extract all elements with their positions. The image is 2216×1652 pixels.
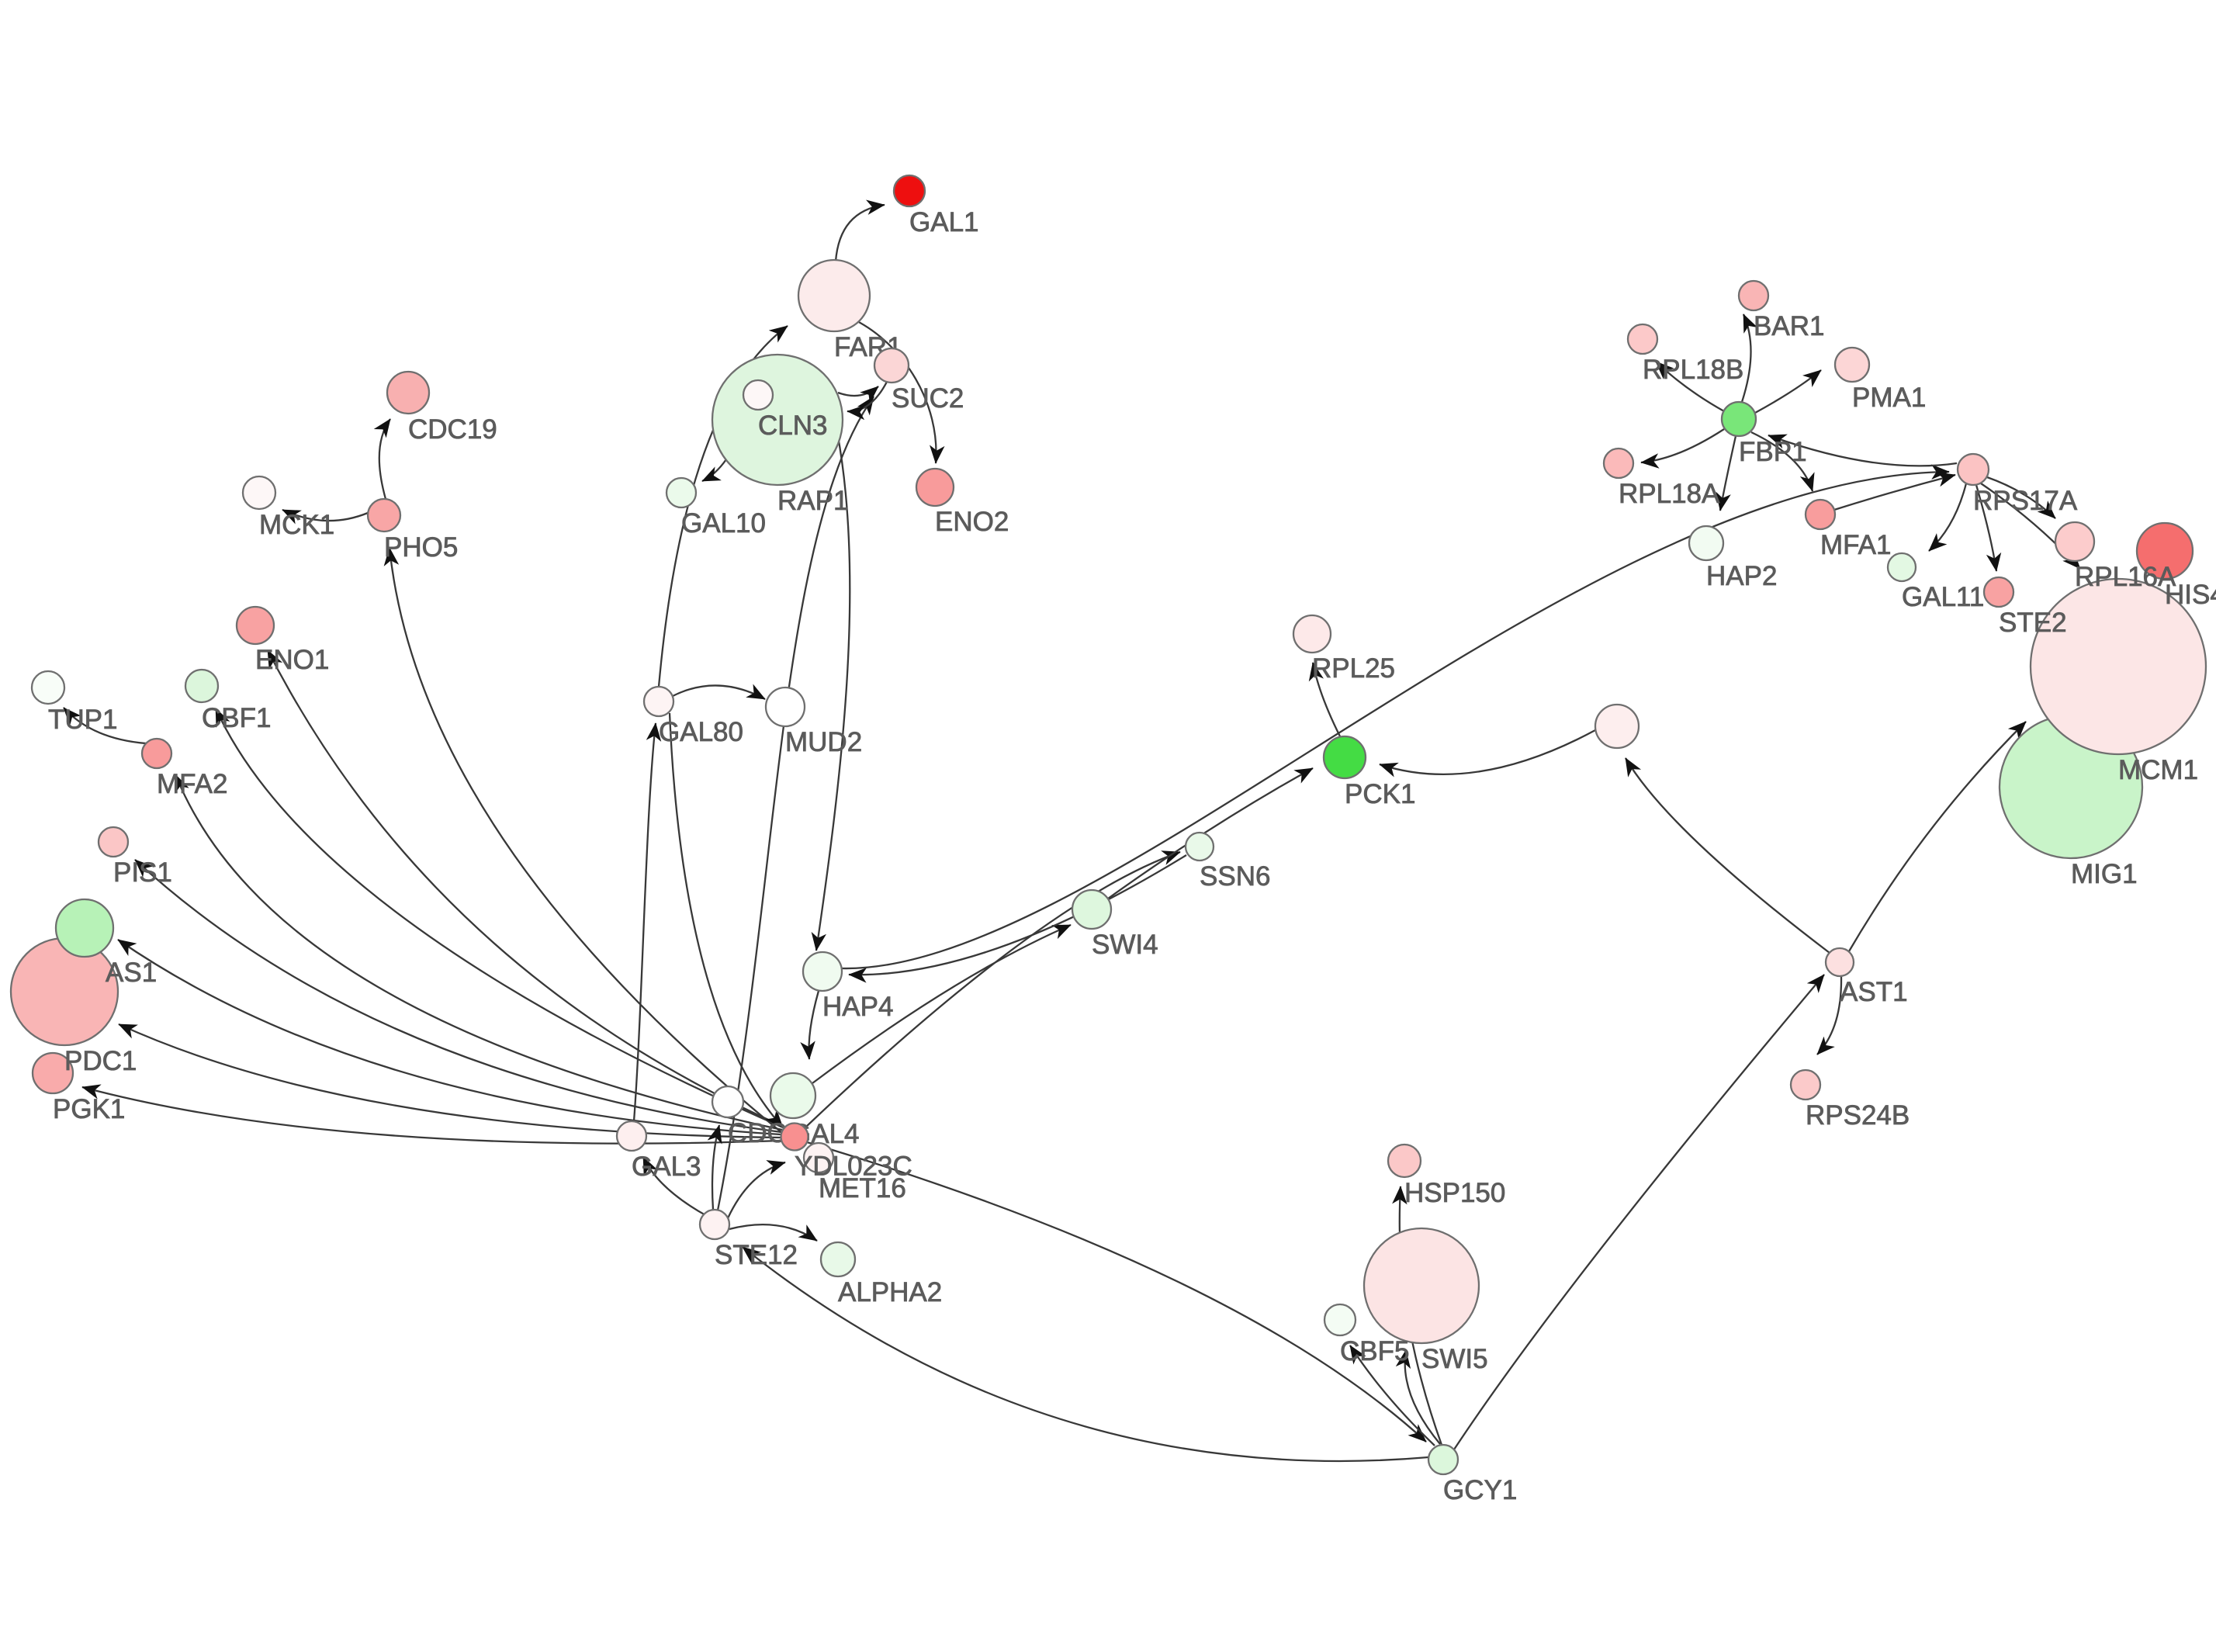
svg-text:CDC19: CDC19 — [408, 414, 497, 445]
svg-text:STE2: STE2 — [1999, 608, 2067, 638]
svg-text:GAL10: GAL10 — [681, 508, 766, 539]
svg-text:AST1: AST1 — [1840, 977, 1908, 1007]
svg-text:SWI5: SWI5 — [1421, 1344, 1488, 1374]
svg-text:ENO2: ENO2 — [935, 507, 1009, 537]
svg-text:RPS17A: RPS17A — [1973, 486, 2078, 516]
svg-text:RPL18B: RPL18B — [1643, 355, 1743, 385]
svg-text:PDC1: PDC1 — [64, 1046, 137, 1076]
svg-text:MFA2: MFA2 — [157, 769, 227, 799]
svg-text:TUP1: TUP1 — [48, 705, 117, 735]
svg-text:BAR1: BAR1 — [1754, 311, 1824, 341]
svg-text:RPL25: RPL25 — [1312, 653, 1395, 684]
svg-text:CLN3: CLN3 — [758, 410, 827, 441]
svg-text:RPL16A: RPL16A — [2075, 562, 2176, 592]
svg-text:AS1: AS1 — [106, 958, 157, 988]
svg-text:MCM1: MCM1 — [2118, 755, 2198, 785]
svg-text:PIS1: PIS1 — [113, 857, 172, 888]
svg-text:GAL11: GAL11 — [1902, 582, 1984, 612]
svg-text:YDL023C: YDL023C — [795, 1151, 912, 1181]
svg-text:HSP150: HSP150 — [1404, 1178, 1505, 1208]
svg-text:SSN6: SSN6 — [1200, 861, 1270, 892]
svg-text:MIG1: MIG1 — [2071, 859, 2138, 889]
svg-text:GAL3: GAL3 — [632, 1152, 701, 1182]
svg-text:CBF1: CBF1 — [202, 703, 271, 733]
svg-text:STE12: STE12 — [715, 1240, 798, 1270]
svg-text:PGK1: PGK1 — [53, 1094, 125, 1124]
svg-text:SWI4: SWI4 — [1092, 930, 1158, 960]
svg-text:HIS4: HIS4 — [2165, 580, 2216, 610]
svg-text:MFA1: MFA1 — [1820, 530, 1891, 560]
svg-text:MCK1: MCK1 — [259, 510, 334, 540]
svg-text:RPS24B: RPS24B — [1806, 1100, 1910, 1131]
svg-text:HAP4: HAP4 — [822, 992, 893, 1022]
svg-text:FBP1: FBP1 — [1739, 437, 1807, 467]
svg-text:SUC2: SUC2 — [892, 383, 964, 414]
svg-text:CBF5: CBF5 — [1340, 1336, 1409, 1366]
svg-text:GAL80: GAL80 — [659, 717, 743, 747]
svg-text:GAL1: GAL1 — [909, 207, 979, 237]
svg-text:GCY1: GCY1 — [1443, 1475, 1517, 1505]
svg-text:RAP1: RAP1 — [777, 486, 848, 516]
svg-text:FAR1: FAR1 — [834, 332, 902, 362]
svg-text:ALPHA2: ALPHA2 — [838, 1277, 942, 1307]
svg-text:PHO5: PHO5 — [384, 532, 458, 563]
svg-text:MET16: MET16 — [819, 1173, 906, 1204]
svg-text:RPL18A: RPL18A — [1619, 479, 1720, 509]
svg-text:HAP2: HAP2 — [1706, 561, 1777, 591]
svg-text:ENO1: ENO1 — [255, 645, 329, 675]
svg-text:MUD2: MUD2 — [785, 727, 862, 757]
svg-text:PCK1: PCK1 — [1345, 779, 1415, 809]
svg-text:PMA1: PMA1 — [1852, 383, 1926, 413]
